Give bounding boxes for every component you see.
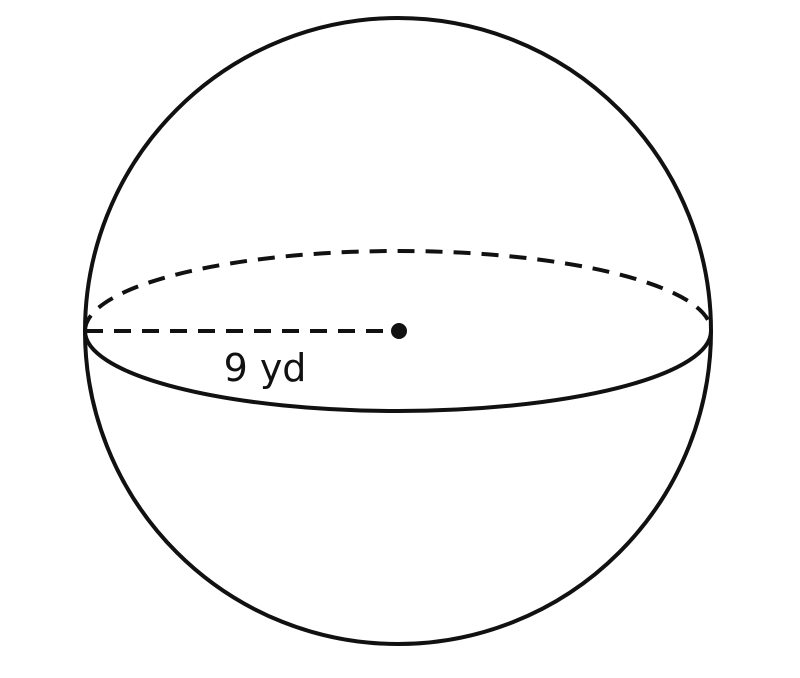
equator-front-solid <box>83 330 713 413</box>
equator-back-dashed <box>83 249 713 332</box>
radius-label: 9 yd <box>224 346 307 390</box>
center-point <box>391 323 407 339</box>
